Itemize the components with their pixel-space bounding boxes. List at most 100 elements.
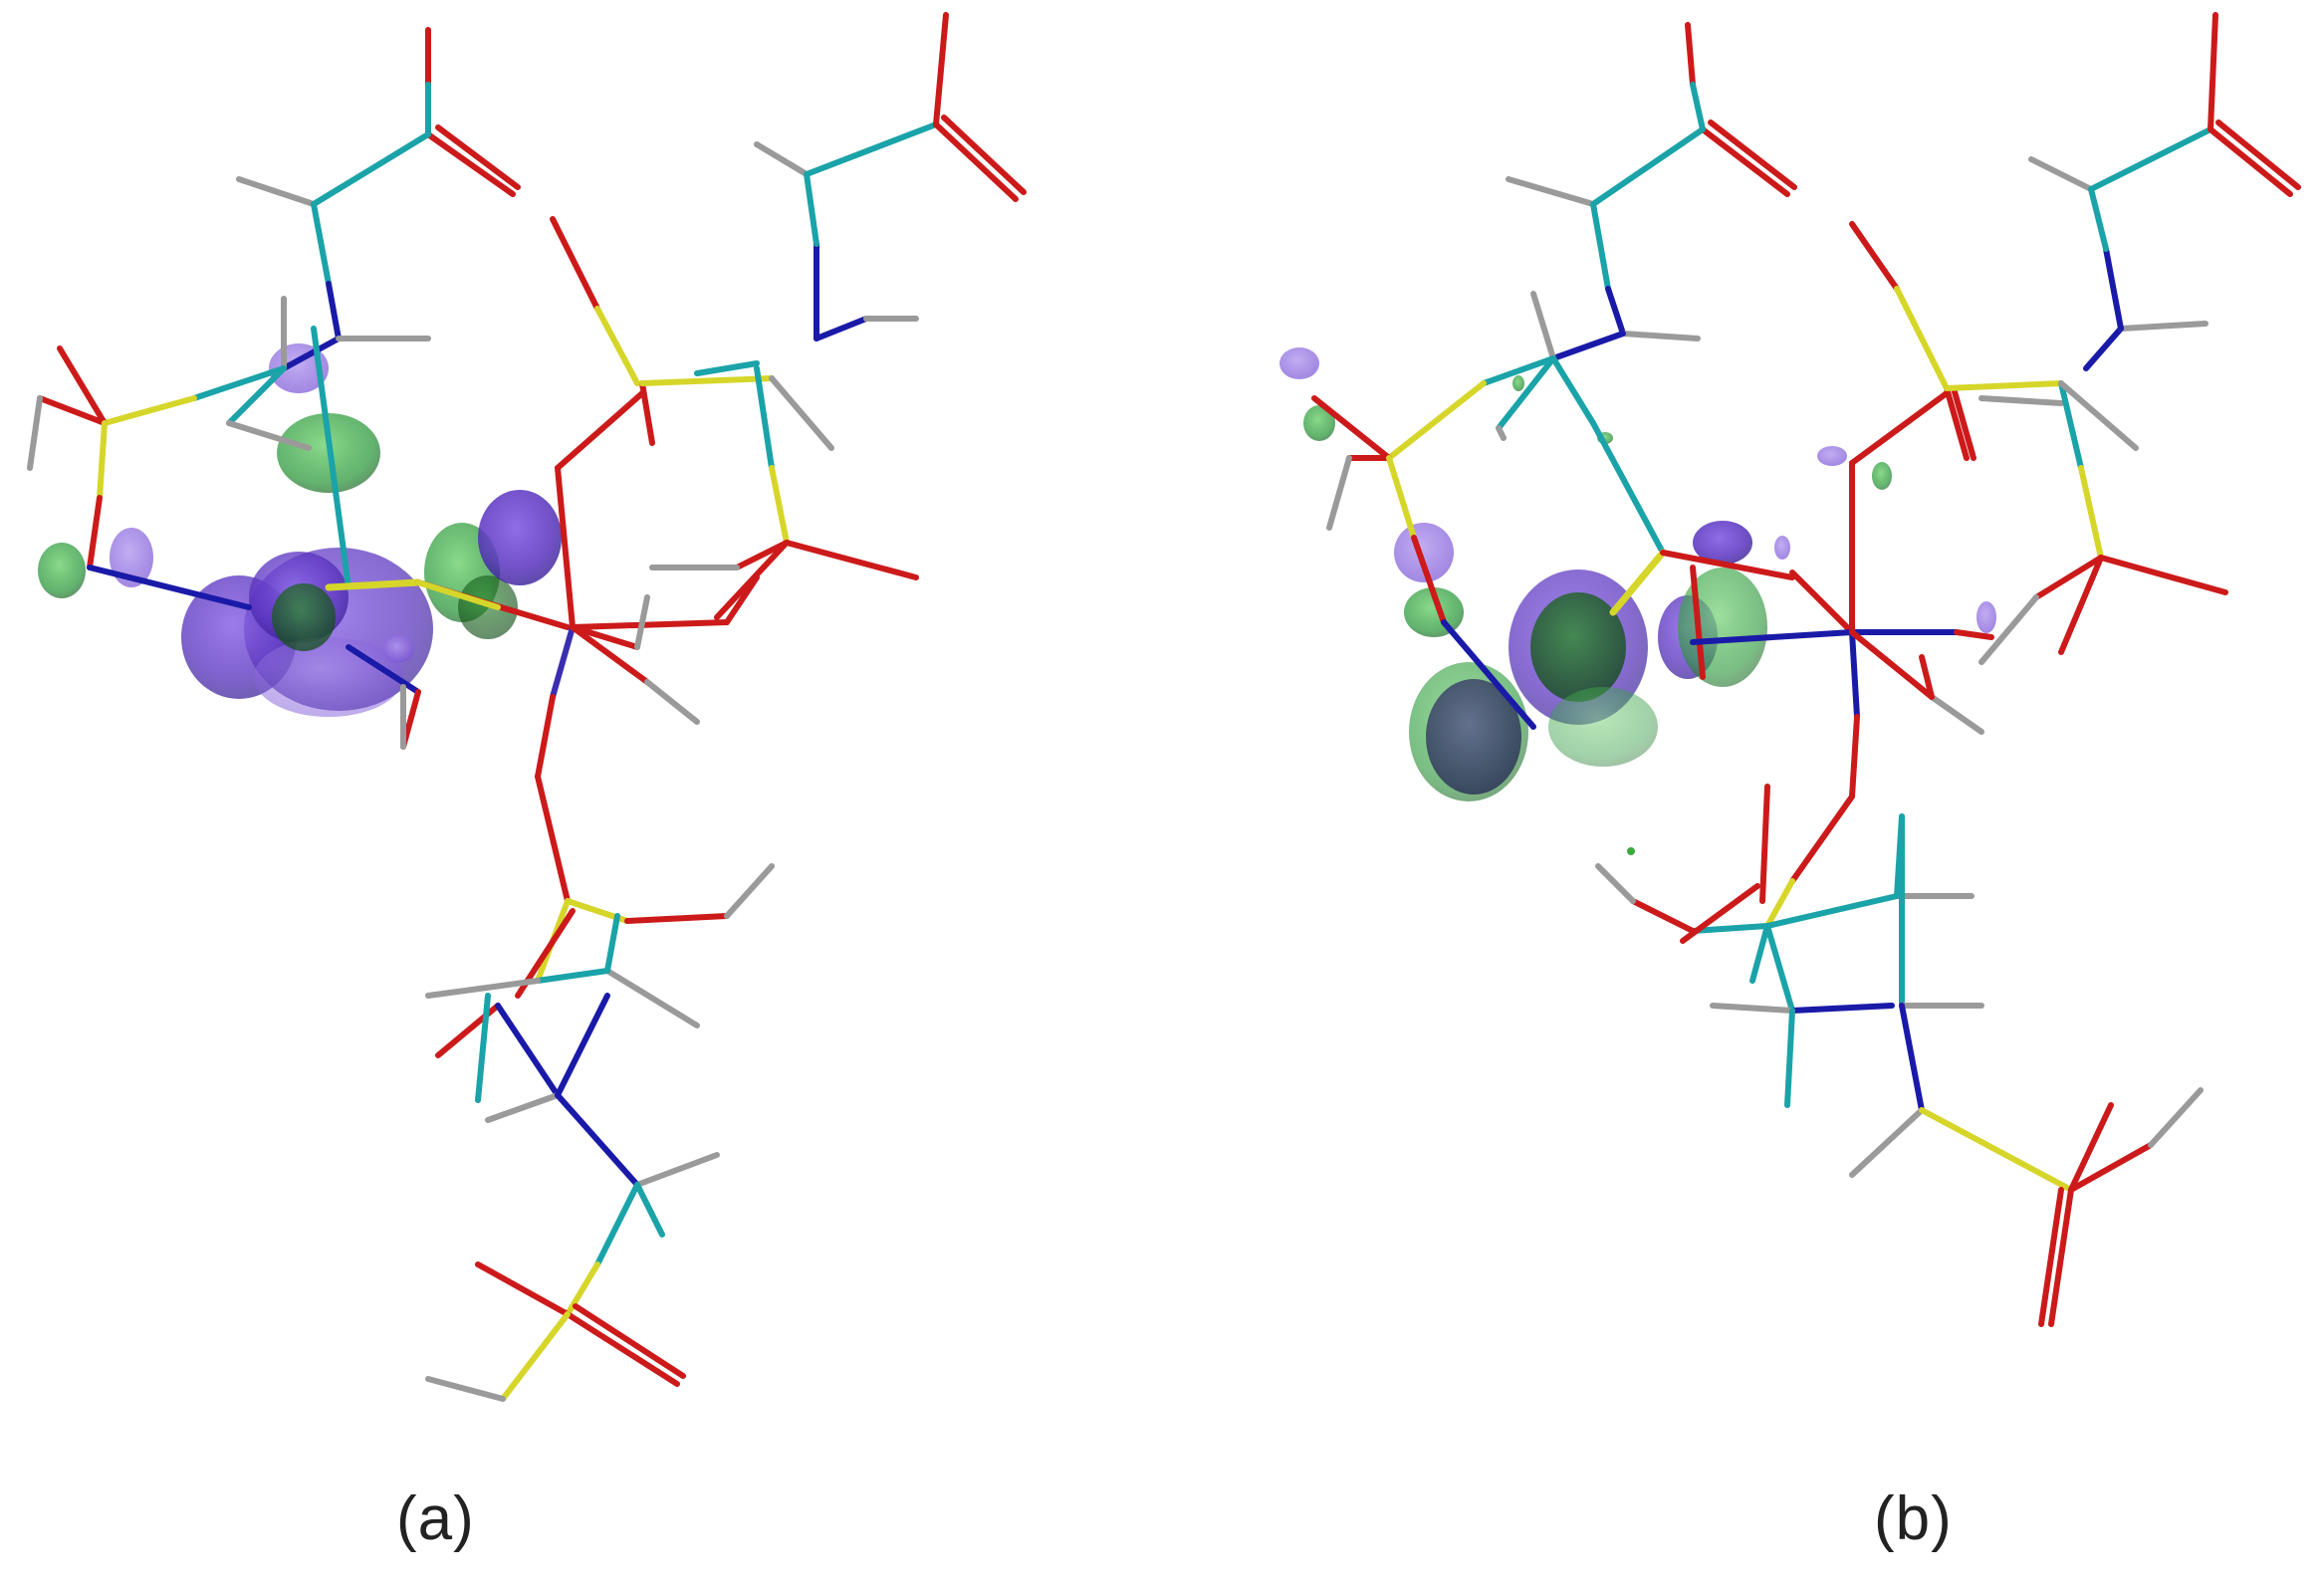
orbital-isosurface-lobe — [38, 543, 86, 598]
bond-stick — [535, 694, 556, 780]
bond-stick — [1630, 898, 1696, 934]
bond-stick — [27, 395, 43, 471]
bond-stick — [1386, 380, 1487, 461]
bond-stick — [1550, 355, 1596, 426]
orbital-isosurface-lobe — [382, 635, 414, 663]
bond-stick — [639, 380, 655, 446]
bond-stick — [475, 993, 491, 1103]
bond-stick — [226, 420, 312, 451]
bond-stick — [769, 375, 834, 451]
bond-stick — [634, 1182, 665, 1238]
bond-stick — [639, 375, 775, 386]
bond-stick — [694, 360, 760, 376]
bond-stick — [1849, 1107, 1925, 1178]
bond-stick — [1590, 126, 1706, 207]
orbital-isosurface-lobe — [1872, 462, 1892, 490]
bond-stick — [1764, 923, 1795, 1014]
bond-stick — [500, 1311, 571, 1402]
bond-stick — [1690, 923, 1770, 934]
bond-stick — [2215, 119, 2301, 190]
bond-stick — [734, 540, 790, 570]
bond-stick — [2028, 156, 2094, 192]
orbital-isosurface-lobe — [254, 637, 403, 717]
bond-stick — [754, 365, 775, 471]
bond-stick — [2088, 126, 2213, 192]
bond-stick — [1550, 331, 1626, 361]
bond-stick — [97, 420, 108, 501]
panel-b-label: (b) — [1874, 1484, 1953, 1553]
bond-stick — [813, 316, 869, 341]
bond-stick — [1590, 420, 1666, 556]
bond-stick — [311, 201, 332, 287]
panel-a-structure — [27, 12, 1027, 1402]
bond-stick — [415, 579, 501, 610]
orbital-isosurface-lobe — [1512, 375, 1524, 391]
bond-stick — [236, 176, 317, 207]
bond-stick — [2088, 186, 2109, 252]
bond-stick — [644, 679, 700, 725]
bond-stick — [1849, 390, 1950, 466]
bond-stick — [1749, 923, 1770, 984]
bond-stick — [1326, 455, 1352, 531]
bond-stick — [1690, 82, 1706, 132]
bond-stick — [485, 1092, 561, 1123]
bond-stick — [1789, 794, 1855, 884]
bond-stick — [425, 1376, 506, 1402]
bond-stick — [1784, 1008, 1795, 1108]
bond-stick — [2038, 1187, 2064, 1327]
panel-a-isosurfaces — [38, 343, 562, 717]
bond-stick — [555, 1092, 640, 1188]
bond-stick — [1849, 629, 1860, 720]
bond-stick — [311, 326, 351, 590]
bond-stick — [555, 993, 610, 1098]
bond-stick — [555, 465, 576, 630]
bond-stick — [2208, 126, 2293, 197]
bond-stick — [1951, 385, 1976, 461]
bond-stick — [624, 913, 730, 924]
bond-stick — [1764, 893, 1900, 929]
orbital-isosurface-lobe — [1627, 847, 1635, 855]
bond-stick — [1496, 355, 1556, 431]
bond-stick — [565, 1261, 600, 1317]
orbital-isosurface-lobe — [1394, 523, 1454, 582]
bond-stick — [1978, 594, 2039, 665]
bond-stick — [346, 644, 421, 695]
bond-stick — [634, 594, 650, 650]
orbital-isosurface-lobe — [1548, 687, 1658, 767]
bond-stick — [714, 540, 790, 620]
orbital-isosurface-lobe — [1303, 405, 1335, 441]
orbital-isosurface-lobe — [1530, 592, 1626, 702]
bond-stick — [570, 619, 730, 630]
orbital-isosurface-lobe — [1774, 536, 1790, 560]
bond-stick — [1680, 883, 1760, 944]
bond-stick — [1690, 629, 1855, 645]
bond-stick — [933, 12, 949, 127]
bond-stick — [37, 395, 108, 426]
bond-stick — [724, 574, 760, 625]
bond-stick — [535, 774, 571, 904]
bond-stick — [2103, 246, 2124, 332]
bond-stick — [724, 863, 775, 919]
bond-stick — [425, 131, 516, 197]
panel-b-structure — [1279, 12, 2301, 1327]
bond-stick — [1311, 395, 1392, 461]
bond-stick — [1789, 1003, 1895, 1014]
bond-stick — [555, 390, 645, 471]
orbital-isosurface-lobe — [1817, 446, 1847, 466]
bond-stick — [2078, 465, 2104, 561]
bond-stick — [1919, 654, 1935, 700]
bond-stick — [326, 281, 342, 341]
bond-stick — [1954, 629, 1994, 640]
bond-stick — [1789, 569, 1855, 635]
bond-stick — [1944, 385, 1970, 461]
bond-stick — [1386, 455, 1417, 541]
bond-stick — [550, 216, 600, 312]
bond-stick — [634, 1152, 720, 1188]
bond-stick — [570, 624, 650, 685]
bond-stick — [1978, 395, 2064, 406]
orbital-isosurface-lobe — [1693, 521, 1752, 565]
bond-stick — [804, 121, 939, 177]
bond-stick — [2058, 555, 2104, 655]
